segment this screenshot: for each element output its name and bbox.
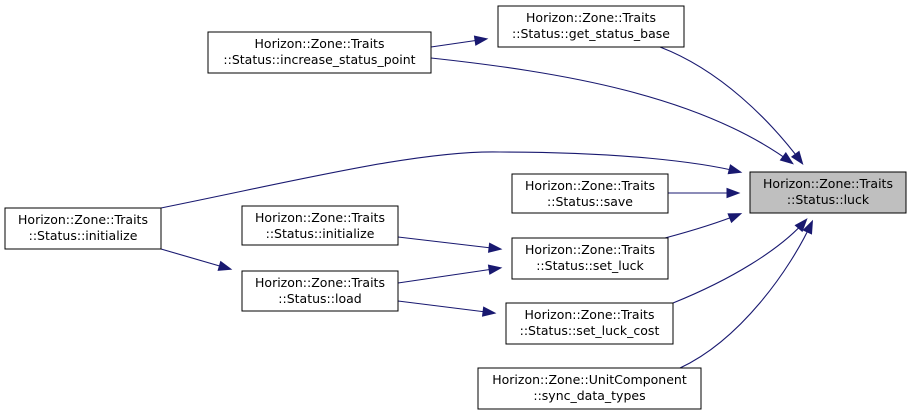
edge-line (672, 219, 807, 304)
node-label-line1: Horizon::Zone::Traits (525, 242, 655, 257)
node-label-line1: Horizon::Zone::Traits (525, 178, 655, 193)
edge-line (659, 46, 803, 164)
node-label-line1: Horizon::Zone::Traits (526, 10, 656, 25)
arrow-head-icon (487, 264, 503, 275)
node-box (241, 205, 399, 246)
node-label-line1: Horizon::Zone::Traits (255, 275, 385, 290)
edge-line (160, 151, 741, 209)
node-label-line2: ::Status::initialize (29, 228, 138, 243)
node-box (207, 31, 432, 74)
edge-line (397, 267, 501, 284)
edge-line (679, 221, 813, 369)
edge-save-to-luck (668, 187, 741, 199)
arrow-head-icon (217, 260, 233, 271)
edge-load-to-set_luck_cost (397, 300, 497, 317)
node-label-line2: ::Status::load (278, 291, 361, 306)
node-luck[interactable]: Horizon::Zone::Traits::Status::luck (749, 171, 907, 214)
node-label-line2: ::Status::save (547, 194, 633, 209)
edge-increase_status_point-to-luck (430, 57, 794, 165)
node-label-line2: ::Status::initialize (266, 226, 375, 241)
edge-line (397, 300, 495, 314)
node-label-line2: ::Status::set_luck (536, 258, 644, 273)
edge-line (664, 213, 741, 239)
arrow-head-icon (802, 219, 814, 235)
edge-line (160, 248, 231, 270)
node-label-line1: Horizon::Zone::Traits (18, 212, 148, 227)
arrow-head-icon (727, 213, 743, 224)
arrow-head-icon (790, 150, 804, 165)
node-label-line2: ::Status::increase_status_point (223, 52, 415, 67)
node-label-line2: ::Status::get_status_base (512, 26, 670, 41)
node-label-line1: Horizon::Zone::Traits (525, 307, 655, 322)
arrow-head-icon (481, 306, 497, 317)
node-label-line1: Horizon::Zone::Traits (255, 36, 385, 51)
edge-load-to-set_luck (397, 264, 503, 284)
node-box (4, 207, 162, 250)
node-label-line1: Horizon::Zone::Traits (255, 210, 385, 225)
node-box (511, 173, 669, 214)
node-box (241, 270, 399, 312)
node-box (477, 367, 702, 410)
node-box (505, 302, 674, 345)
nodes-layer: Horizon::Zone::Traits::Status::luckHoriz… (4, 5, 907, 410)
edge-sync_data_types-to-luck (679, 219, 814, 369)
arrow-head-icon (487, 242, 503, 253)
edges-layer (160, 35, 814, 369)
node-initialize_left[interactable]: Horizon::Zone::Traits::Status::initializ… (4, 207, 162, 250)
node-label-line2: ::Status::set_luck_cost (520, 323, 660, 338)
node-label-line2: ::Status::luck (787, 192, 870, 207)
node-get_status_base[interactable]: Horizon::Zone::Traits::Status::get_statu… (497, 5, 685, 48)
edge-get_status_base-to-luck (659, 46, 804, 165)
node-increase_status_point[interactable]: Horizon::Zone::Traits::Status::increase_… (207, 31, 432, 74)
node-box (749, 171, 907, 214)
node-box (497, 5, 685, 48)
edge-set_luck-to-luck (664, 213, 743, 239)
node-label-line2: ::sync_data_types (533, 388, 645, 403)
edge-initialize_left-to-luck (160, 151, 743, 209)
edge-line (397, 236, 501, 250)
node-label-line1: Horizon::Zone::Traits (763, 176, 893, 191)
edge-increase_status_point-to-get_status_base (430, 35, 489, 48)
node-set_luck_cost[interactable]: Horizon::Zone::Traits::Status::set_luck_… (505, 302, 674, 345)
edge-initialize_left-to-load (160, 248, 233, 271)
node-load[interactable]: Horizon::Zone::Traits::Status::load (241, 270, 399, 312)
arrow-head-icon (794, 218, 808, 233)
edge-set_luck_cost-to-luck (672, 218, 808, 304)
edge-initialize_mid-to-set_luck (397, 236, 503, 253)
node-save[interactable]: Horizon::Zone::Traits::Status::save (511, 173, 669, 214)
arrow-head-icon (726, 187, 741, 199)
arrow-head-icon (779, 151, 794, 165)
edge-line (430, 57, 793, 164)
node-set_luck[interactable]: Horizon::Zone::Traits::Status::set_luck (511, 237, 669, 280)
arrow-head-icon (727, 164, 743, 175)
arrow-head-icon (473, 35, 489, 46)
node-box (511, 237, 669, 280)
node-initialize_mid[interactable]: Horizon::Zone::Traits::Status::initializ… (241, 205, 399, 246)
node-sync_data_types[interactable]: Horizon::Zone::UnitComponent::sync_data_… (477, 367, 702, 410)
node-label-line1: Horizon::Zone::UnitComponent (492, 372, 687, 387)
